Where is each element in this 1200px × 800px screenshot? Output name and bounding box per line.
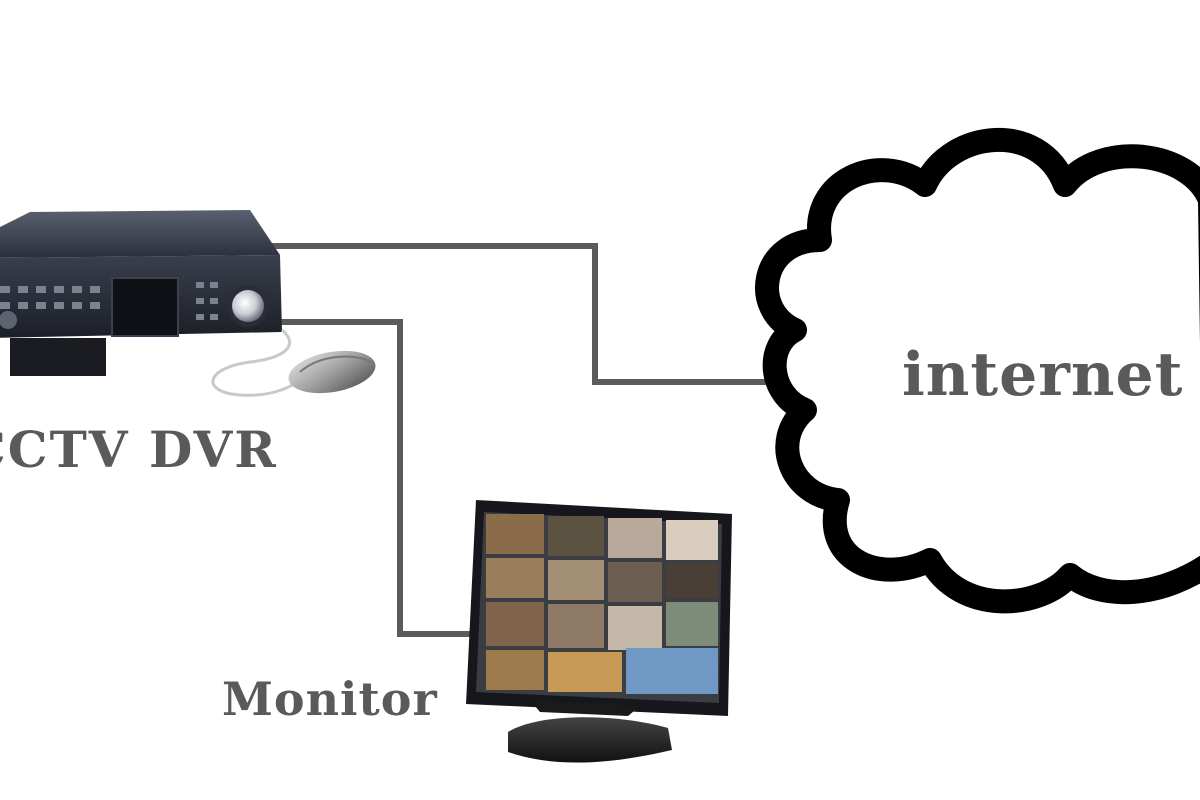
dvr-label: CCTV DVR <box>0 420 278 479</box>
internet-label: internet <box>902 340 1184 410</box>
cable-dvr-to-internet <box>268 243 770 385</box>
monitor-label: Monitor <box>222 672 438 726</box>
cable-dvr-to-monitor <box>280 319 480 637</box>
mouse <box>211 328 376 397</box>
monitor-camera-feeds <box>486 514 718 694</box>
dvr-device <box>0 210 282 376</box>
internet-cloud <box>755 127 1200 614</box>
monitor-device <box>466 500 732 763</box>
